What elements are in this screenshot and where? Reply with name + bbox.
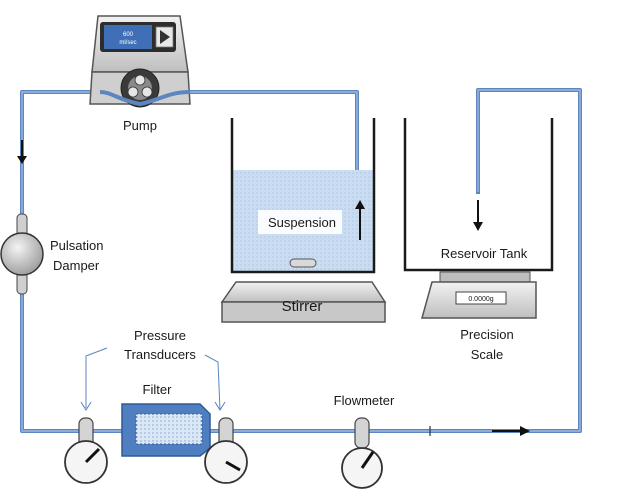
pressure-gauge-icon	[64, 417, 108, 484]
pump-icon	[89, 15, 191, 108]
scale-reading: 0.0000g	[468, 296, 493, 303]
flow-arrow-icon	[355, 200, 365, 209]
filter-icon	[121, 403, 211, 457]
flow-arrow-icon	[17, 140, 27, 164]
suspension-label: Suspension	[268, 215, 336, 230]
flow-arrow-icon	[473, 222, 483, 231]
leader-lines	[80, 347, 226, 411]
pressure-transducers-label-2: Transducers	[124, 347, 196, 362]
pulsation-damper-label-1: Pulsation	[50, 238, 103, 253]
flowmeter-icon	[341, 417, 383, 489]
reservoir-tank-label: Reservoir Tank	[441, 246, 528, 261]
pressure-transducers-label-1: Pressure	[134, 328, 186, 343]
pressure-gauge-icon	[204, 417, 248, 484]
pump-rate-unit: ml/sec	[119, 40, 136, 46]
flowmeter-label: Flowmeter	[334, 393, 395, 408]
stir-bar-icon	[289, 258, 317, 268]
pipe-loop	[20, 88, 582, 433]
precision-scale-label-1: Precision	[460, 327, 513, 342]
pump-label: Pump	[123, 118, 157, 133]
stirrer-icon	[220, 281, 387, 323]
reservoir-tank	[403, 118, 554, 272]
play-icon	[160, 30, 170, 44]
scale-icon	[421, 271, 537, 319]
scale-display	[455, 291, 507, 305]
suspension-tank	[230, 118, 376, 274]
pulsation-damper-label-2: Damper	[53, 258, 100, 273]
stirrer-label: Stirrer	[282, 298, 323, 315]
pump-rate-value: 600	[123, 32, 134, 38]
filter-label: Filter	[143, 382, 173, 397]
precision-scale-label-2: Scale	[471, 347, 504, 362]
pump-display	[104, 25, 152, 49]
flow-arrow-icon	[492, 426, 530, 436]
pulsation-damper-icon	[0, 213, 44, 295]
